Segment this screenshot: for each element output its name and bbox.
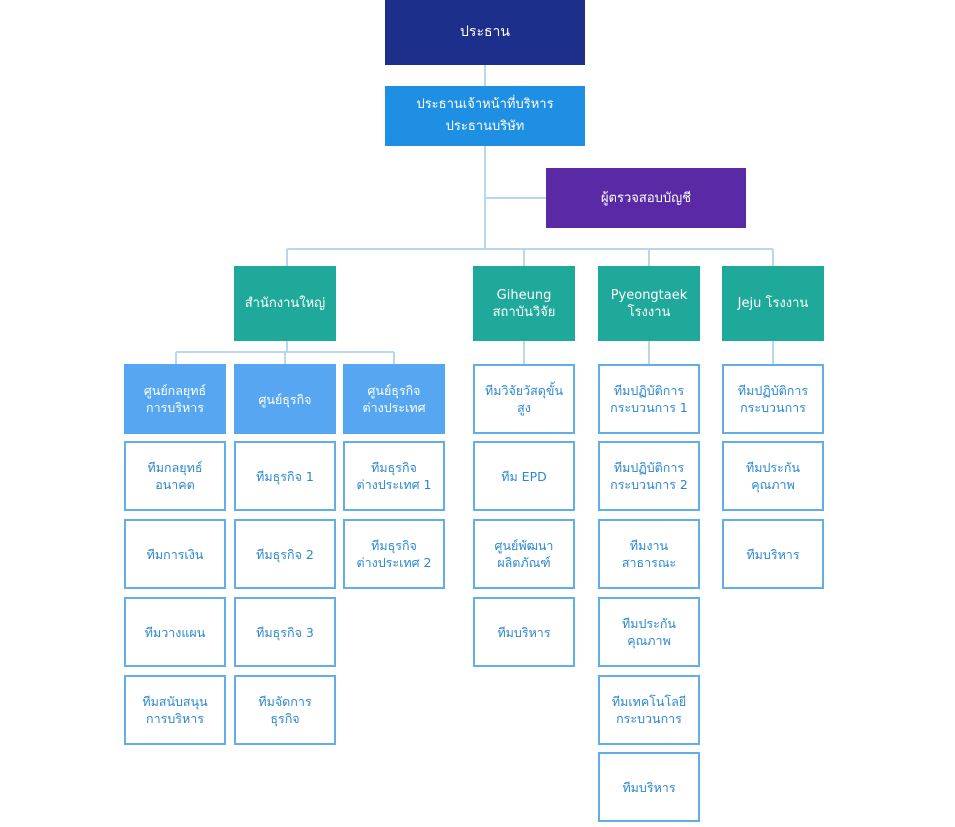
team-advanced-materials: ทีมวิจัยวัสดุขั้นสูง	[473, 364, 575, 434]
team-epd: ทีม EPD	[473, 441, 575, 511]
team-quality-assurance: ทีมประกัน คุณภาพ	[598, 597, 700, 667]
team-future-strategy: ทีมกลยุทธ์ อนาคต	[124, 441, 226, 511]
team-jeju-admin: ทีมบริหาร	[722, 519, 824, 589]
division-hq: สำนักงานใหญ่	[234, 266, 336, 341]
ceo-box: ประธานเจ้าหน้าที่บริหาร ประธานบริษัท	[385, 86, 585, 146]
auditor-box: ผู้ตรวจสอบบัญชี	[546, 168, 746, 228]
team-planning: ทีมวางแผน	[124, 597, 226, 667]
division-jeju: Jeju โรงงาน	[722, 266, 824, 341]
team-giheung-admin: ทีมบริหาร	[473, 597, 575, 667]
team-overseas-1: ทีมธุรกิจ ต่างประเทศ 1	[343, 441, 445, 511]
division-giheung: Giheung สถาบันวิจัย	[473, 266, 575, 341]
team-management-support: ทีมสนับสนุน การบริหาร	[124, 675, 226, 745]
center-overseas: ศูนย์ธุรกิจ ต่างประเทศ	[343, 364, 445, 434]
team-public-works: ทีมงาน สาธารณะ	[598, 519, 700, 589]
team-process-technology: ทีมเทคโนโลยี กระบวนการ	[598, 675, 700, 745]
team-product-development: ศูนย์พัฒนา ผลิตภัณฑ์	[473, 519, 575, 589]
center-business: ศูนย์ธุรกิจ	[234, 364, 336, 434]
team-jeju-quality-assurance: ทีมประกัน คุณภาพ	[722, 441, 824, 511]
team-jeju-process-ops: ทีมปฏิบัติการ กระบวนการ	[722, 364, 824, 434]
team-business-1: ทีมธุรกิจ 1	[234, 441, 336, 511]
team-business-management: ทีมจัดการ ธุรกิจ	[234, 675, 336, 745]
center-strategy: ศูนย์กลยุทธ์ การบริหาร	[124, 364, 226, 434]
team-overseas-2: ทีมธุรกิจ ต่างประเทศ 2	[343, 519, 445, 589]
team-finance: ทีมการเงิน	[124, 519, 226, 589]
team-process-ops-1: ทีมปฏิบัติการ กระบวนการ 1	[598, 364, 700, 434]
team-process-ops-2: ทีมปฏิบัติการ กระบวนการ 2	[598, 441, 700, 511]
chairman-box: ประธาน	[385, 0, 585, 65]
team-business-2: ทีมธุรกิจ 2	[234, 519, 336, 589]
team-pyeongtaek-admin: ทีมบริหาร	[598, 752, 700, 822]
team-business-3: ทีมธุรกิจ 3	[234, 597, 336, 667]
division-pyeongtaek: Pyeongtaek โรงงาน	[598, 266, 700, 341]
